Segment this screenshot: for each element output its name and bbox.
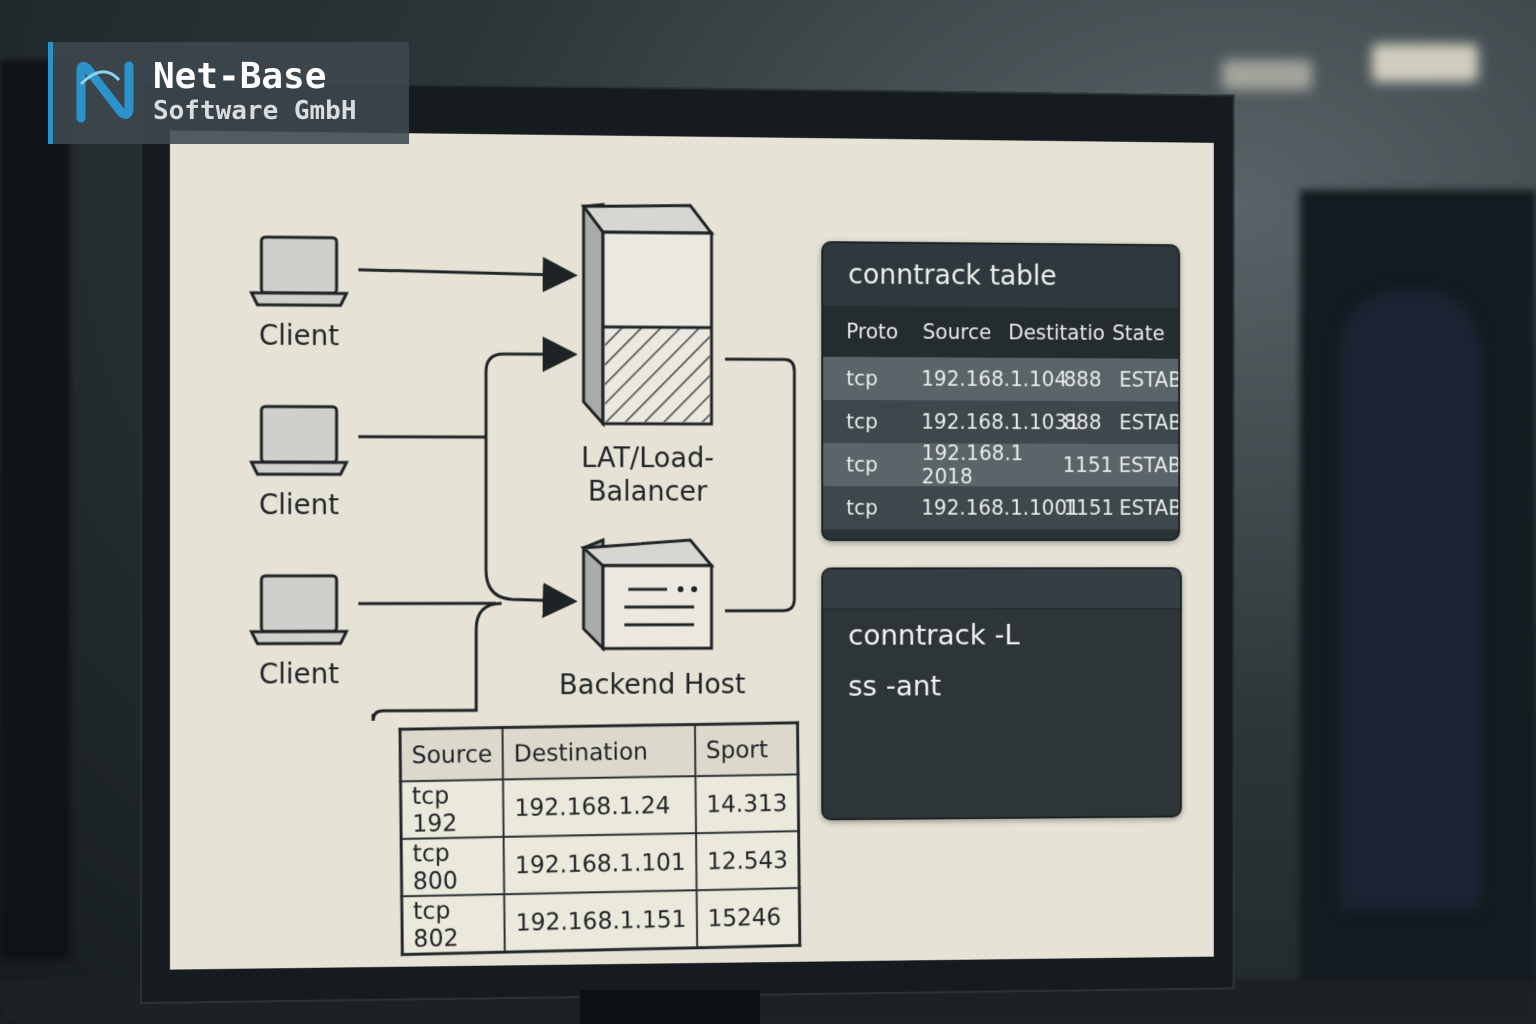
- cell-destination: 192.168.1.24: [503, 776, 697, 837]
- monitor-stand: [580, 990, 760, 1024]
- server-rack-background: [0, 60, 70, 960]
- load-balancer-label-line: Balancer: [587, 474, 708, 508]
- header-state: State: [1112, 321, 1165, 346]
- laptop-icon: [251, 576, 346, 644]
- cell-source: 192.168.1.1001: [921, 496, 1080, 520]
- network-diagram: [170, 130, 1214, 969]
- connection-table-header: Source Destination Sport: [399, 722, 799, 782]
- brand-logo: Net-Base Software GmbH: [48, 42, 409, 144]
- cell-sport: 12.543: [696, 831, 800, 891]
- monitor: Client Client Client LAT/Load- Balancer …: [140, 80, 1234, 1004]
- conntrack-header-row: Proto Source Destitatio State: [823, 305, 1179, 359]
- header-sport: Sport: [694, 722, 799, 777]
- client-label: Client: [258, 318, 340, 353]
- header-source: Source: [399, 727, 504, 782]
- cell-source: 192.168.1.1031: [921, 410, 1080, 435]
- client-label: Client: [258, 488, 340, 522]
- connection-table: Source Destination Sport tcp 192 192.168…: [398, 721, 802, 956]
- brand-name: Net-Base: [153, 56, 327, 97]
- cell-proto: tcp: [846, 452, 878, 477]
- laptop-icon: [251, 406, 346, 474]
- cell-source: 192.168.1.104: [921, 367, 1068, 392]
- cell-source: tcp 800: [401, 836, 505, 897]
- terminal-title-bar: [823, 569, 1181, 610]
- cell-sport: 15246: [696, 888, 800, 948]
- cell-destination: 1151: [1063, 496, 1115, 520]
- cell-proto: tcp: [846, 366, 878, 391]
- cell-sport: 14.313: [695, 774, 799, 834]
- conntrack-row: tcp 192.168.1 2018 1151 ESTABL: [823, 441, 1179, 489]
- person-silhouette: [1340, 290, 1480, 910]
- conntrack-panel: conntrack table Proto Source Destitatio …: [821, 241, 1181, 542]
- ceiling-light: [1222, 60, 1312, 90]
- table-row: tcp 192 192.168.1.24 14.313: [400, 774, 799, 839]
- client-label: Client: [258, 657, 340, 691]
- monitor-screen: Client Client Client LAT/Load- Balancer …: [170, 130, 1214, 969]
- cell-state: ESTABL: [1119, 410, 1179, 435]
- conntrack-row: tcp 192.168.1.1001 1151 ESTABL: [823, 486, 1179, 530]
- cell-destination: 192.168.1.101: [504, 833, 697, 895]
- table-row: tcp 802 192.168.1.151 15246: [401, 888, 800, 955]
- cell-destination: 888: [1063, 410, 1102, 435]
- ceiling-light: [1372, 44, 1478, 82]
- cell-source: 192.168.1 2018: [921, 441, 1024, 489]
- header-destination: Destitatio: [1008, 320, 1105, 345]
- load-balancer-label: LAT/Load- Balancer: [560, 441, 734, 508]
- conntrack-title: conntrack table: [823, 243, 1179, 309]
- conntrack-row: tcp 192.168.1.104 888 ESTABL: [823, 356, 1179, 402]
- cell-state: ESTABL: [1119, 368, 1179, 392]
- cell-proto: tcp: [846, 495, 878, 520]
- cell-source: tcp 802: [401, 894, 506, 955]
- cell-destination: 192.168.1.151: [504, 890, 698, 953]
- table-row: tcp 800 192.168.1.101 12.543: [401, 831, 800, 897]
- backend-host-icon: [584, 540, 712, 649]
- load-balancer-icon: [584, 204, 712, 424]
- backend-host-label: Backend Host: [559, 667, 746, 702]
- terminal-command: conntrack -L: [848, 618, 1020, 652]
- cell-state: ESTABL: [1119, 496, 1179, 520]
- cell-state: ESTABL: [1118, 453, 1179, 478]
- header-proto: Proto: [846, 319, 899, 344]
- terminal-command: ss -ant: [848, 668, 942, 703]
- laptop-icon: [251, 237, 346, 305]
- cell-source: tcp 192: [400, 779, 505, 839]
- cell-destination: 888: [1063, 367, 1102, 392]
- brand-subtitle: Software GmbH: [153, 96, 357, 126]
- header-source: Source: [922, 320, 992, 345]
- net-base-logo-icon: [76, 61, 134, 123]
- header-destination: Destination: [502, 724, 696, 780]
- terminal-panel: conntrack -L ss -ant: [821, 567, 1182, 821]
- cell-proto: tcp: [846, 409, 878, 434]
- cell-destination: 1151: [1062, 453, 1114, 477]
- conntrack-row: tcp 192.168.1.1031 888 ESTABL: [823, 399, 1179, 445]
- load-balancer-label-line: LAT/Load-: [581, 441, 714, 475]
